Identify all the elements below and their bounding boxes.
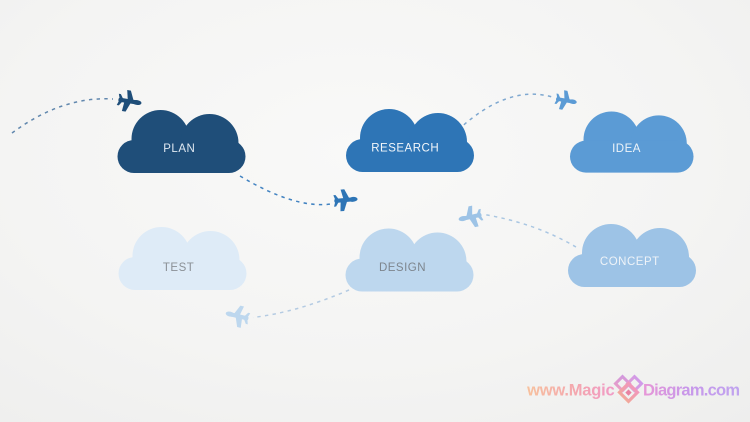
svg-text:TEST: TEST [163, 262, 194, 274]
svg-text:IDEA: IDEA [612, 143, 641, 155]
svg-text:CONCEPT: CONCEPT [600, 256, 660, 268]
svg-text:DESIGN: DESIGN [379, 262, 426, 274]
svg-text:PLAN: PLAN [163, 143, 195, 155]
svg-text:Diagram.com: Diagram.com [643, 382, 739, 400]
svg-text:www.Magic: www.Magic [526, 382, 614, 400]
svg-text:RESEARCH: RESEARCH [371, 142, 439, 154]
